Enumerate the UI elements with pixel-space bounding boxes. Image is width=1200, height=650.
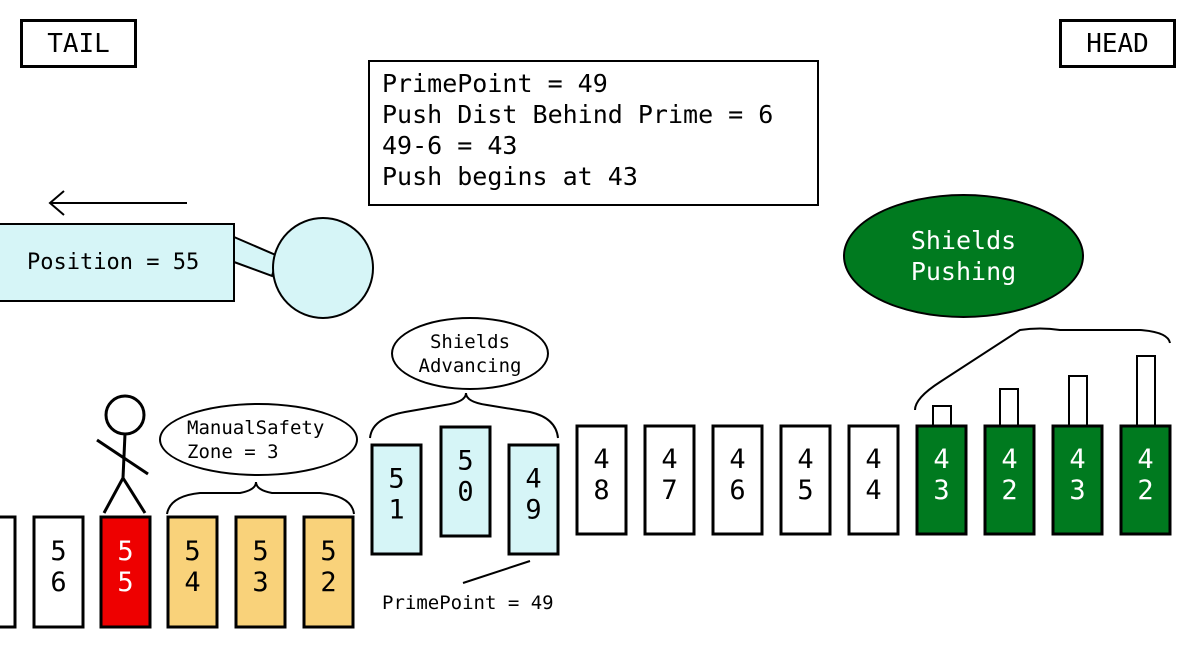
shield-digit: 4	[865, 444, 881, 475]
shield-digit: 2	[320, 567, 336, 598]
shields-pushing-callout: Shields Pushing	[843, 194, 1084, 318]
shield-53: 53	[234, 515, 287, 629]
shield-body	[32, 515, 85, 629]
shield-digit: 4	[184, 567, 200, 598]
shield-49: 49	[507, 443, 560, 556]
shield-48: 48	[575, 424, 628, 536]
shield-body	[0, 515, 17, 629]
shield-digit: 8	[593, 475, 609, 506]
shield-body	[302, 515, 355, 629]
shield-digit: 3	[1069, 475, 1085, 506]
shield-body	[1051, 424, 1104, 536]
shield-digit: 5	[797, 475, 813, 506]
shield-body	[915, 424, 968, 536]
head-label: HEAD	[1059, 19, 1176, 68]
shield-body	[779, 424, 832, 536]
shield-digit: 4	[661, 444, 677, 475]
shield-digit: 4	[525, 464, 541, 495]
shield-digit: 5	[117, 567, 133, 598]
shield-body	[983, 424, 1036, 536]
shield-51: 51	[370, 443, 423, 556]
manual-safety-label: ManualSafety Zone = 3	[187, 416, 325, 463]
prime-point-pointer	[462, 560, 531, 584]
prime-point-label: PrimePoint = 49	[382, 592, 554, 614]
shield-body	[166, 515, 219, 629]
shield-body	[643, 424, 696, 536]
pushing-brace	[914, 327, 1171, 411]
info-line: Push Dist Behind Prime = 6	[382, 100, 774, 129]
shield-digit: 9	[525, 495, 541, 526]
shield-42: 42	[983, 424, 1036, 536]
shearer-drum	[272, 217, 374, 319]
shields-advancing-callout: Shields Advancing	[391, 317, 549, 390]
shearer-arm	[233, 235, 280, 278]
shield-50: 50	[439, 425, 492, 538]
shield-57	[0, 515, 17, 629]
shield-digit: 2	[1137, 475, 1153, 506]
operator-figure-icon	[96, 394, 149, 514]
position-label: Position = 55	[27, 250, 200, 275]
shield-43: 43	[1051, 424, 1104, 536]
shield-55: 55	[99, 515, 152, 629]
shield-body	[847, 424, 900, 536]
shield-body	[575, 424, 628, 536]
shield-digit: 5	[117, 536, 133, 567]
position-box: Position = 55	[0, 223, 235, 302]
shield-body	[234, 515, 287, 629]
shield-52: 52	[302, 515, 355, 629]
shield-body	[370, 443, 423, 556]
advancing-brace	[369, 392, 559, 439]
shield-digit: 5	[50, 536, 66, 567]
shield-body	[99, 515, 152, 629]
info-line: PrimePoint = 49	[382, 69, 608, 98]
shield-digit: 3	[252, 567, 268, 598]
shields-advancing-label: Shields Advancing	[418, 330, 522, 377]
shield-47: 47	[643, 424, 696, 536]
info-line: Push begins at 43	[382, 162, 638, 191]
info-box: PrimePoint = 49 Push Dist Behind Prime =…	[368, 60, 819, 206]
tail-label: TAIL	[20, 19, 137, 68]
shield-digit: 6	[50, 567, 66, 598]
shield-digit: 4	[1001, 444, 1017, 475]
manual-safety-callout: ManualSafety Zone = 3	[159, 403, 358, 476]
direction-arrow-icon	[48, 190, 187, 216]
shield-digit: 5	[388, 464, 404, 495]
shield-46: 46	[711, 424, 764, 536]
shield-44: 44	[847, 424, 900, 536]
shield-body	[507, 443, 560, 556]
shield-45: 45	[779, 424, 832, 536]
shield-digit: 4	[1069, 444, 1085, 475]
shield-digit: 3	[933, 475, 949, 506]
shield-digit: 4	[729, 444, 745, 475]
shield-digit: 5	[457, 446, 473, 477]
shields-pushing-label: Shields Pushing	[910, 226, 1017, 286]
shield-digit: 7	[661, 475, 677, 506]
shield-digit: 5	[184, 536, 200, 567]
shield-body	[711, 424, 764, 536]
shield-digit: 2	[1001, 475, 1017, 506]
shield-digit: 4	[797, 444, 813, 475]
shield-digit: 6	[729, 475, 745, 506]
shield-digit: 4	[593, 444, 609, 475]
info-line: 49-6 = 43	[382, 131, 518, 160]
push-rams	[932, 355, 1156, 427]
shield-body	[439, 425, 492, 538]
shield-digit: 5	[252, 536, 268, 567]
shield-43: 43	[915, 424, 968, 536]
shield-body	[1119, 424, 1172, 536]
shield-digit: 5	[320, 536, 336, 567]
shield-digit: 0	[457, 477, 473, 508]
shield-56: 56	[32, 515, 85, 629]
safety-zone-brace	[166, 481, 355, 515]
shield-54: 54	[166, 515, 219, 629]
shield-digit: 4	[1137, 444, 1153, 475]
shield-digit: 1	[388, 495, 404, 526]
shield-42: 42	[1119, 424, 1172, 536]
shield-digit: 4	[933, 444, 949, 475]
shield-digit: 4	[865, 475, 881, 506]
